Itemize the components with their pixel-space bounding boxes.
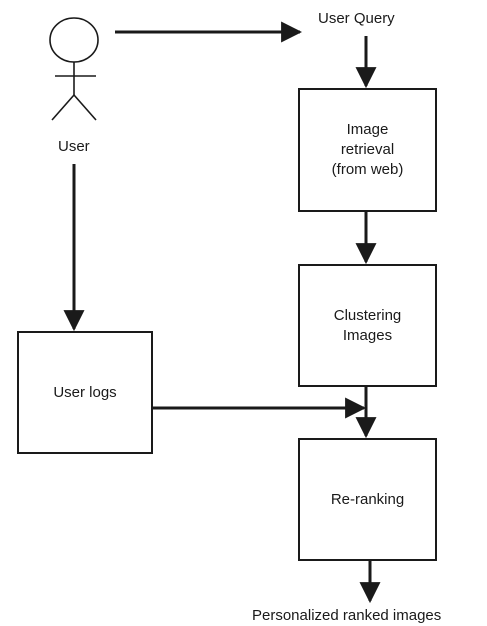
image-retrieval-label: Image retrieval (from web) <box>331 121 404 178</box>
re-ranking-box: Re-ranking <box>298 438 437 561</box>
clustering-label: Clustering Images <box>333 306 402 344</box>
user-right-leg <box>73 94 97 121</box>
user-logs-label: User logs <box>53 383 117 401</box>
user-query-label: User Query <box>318 10 395 27</box>
clustering-box: Clustering Images <box>298 264 437 387</box>
user-left-leg <box>51 94 75 121</box>
image-retrieval-box: Image retrieval (from web) <box>298 88 437 212</box>
re-ranking-label: Re-ranking <box>330 490 405 508</box>
user-label: User <box>58 138 90 155</box>
user-logs-box: User logs <box>17 331 153 454</box>
user-icon <box>49 17 99 121</box>
user-head <box>49 17 99 63</box>
output-label: Personalized ranked images <box>252 607 442 624</box>
